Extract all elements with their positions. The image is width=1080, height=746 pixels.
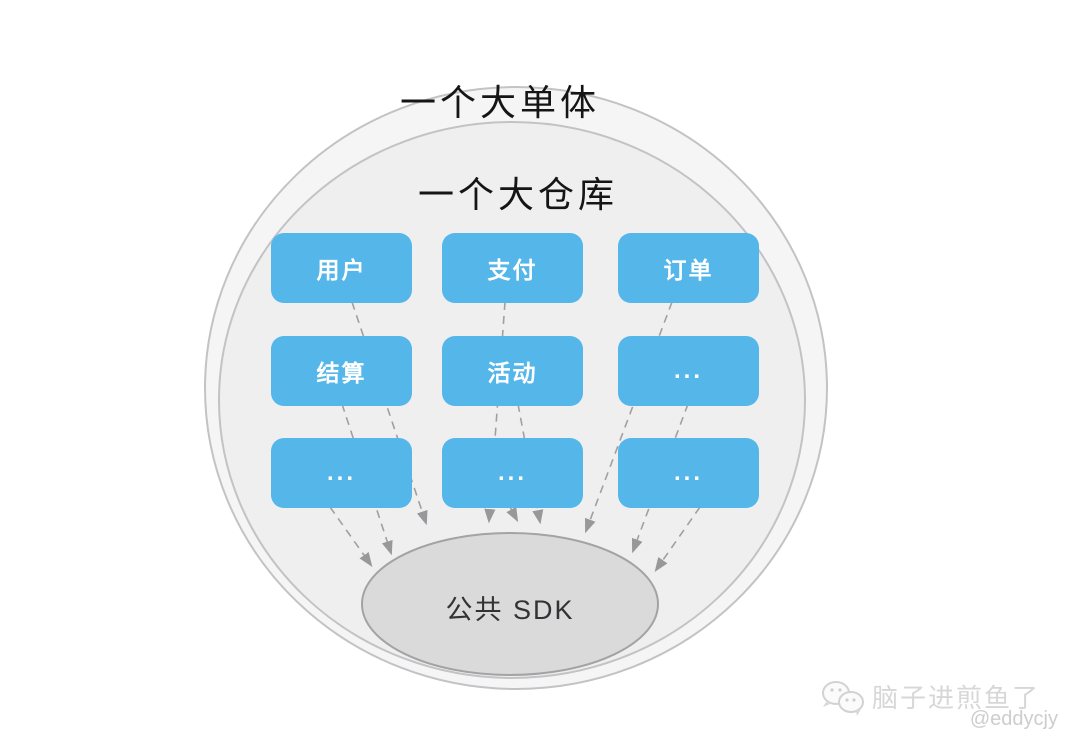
repo-title: 一个大仓库 (417, 174, 619, 215)
sdk-label: 公共 SDK (445, 595, 575, 625)
arrow-order-sdk (584, 301, 673, 534)
watermark: 脑子进煎鱼了 @eddycjy (810, 672, 1060, 738)
module-box-more-2: ... (271, 438, 412, 508)
arrow-settle-sdk (341, 403, 393, 556)
arrow-users-sdk (351, 301, 428, 526)
sdk-ellipse (361, 532, 659, 676)
module-box-orders: 订单 (618, 233, 759, 303)
module-box-activity: 活动 (442, 336, 583, 406)
fish-mascot-icon (822, 681, 864, 716)
module-box-users: 用户 (271, 233, 412, 303)
arrow-etc1-sdk (329, 506, 373, 567)
module-box-settlement: 结算 (271, 336, 412, 406)
module-box-more-4: ... (618, 438, 759, 508)
monolith-title: 一个大单体 (399, 82, 601, 123)
arrow-etc2-sdk (506, 506, 519, 523)
module-box-more-1: ... (618, 336, 759, 406)
module-box-more-3: ... (442, 438, 583, 508)
watermark-name: 脑子进煎鱼了 (872, 683, 1041, 713)
module-box-payment: 支付 (442, 233, 583, 303)
arrow-etc3-sdk (631, 403, 689, 554)
watermark-handle: @eddycjy (969, 708, 1058, 730)
